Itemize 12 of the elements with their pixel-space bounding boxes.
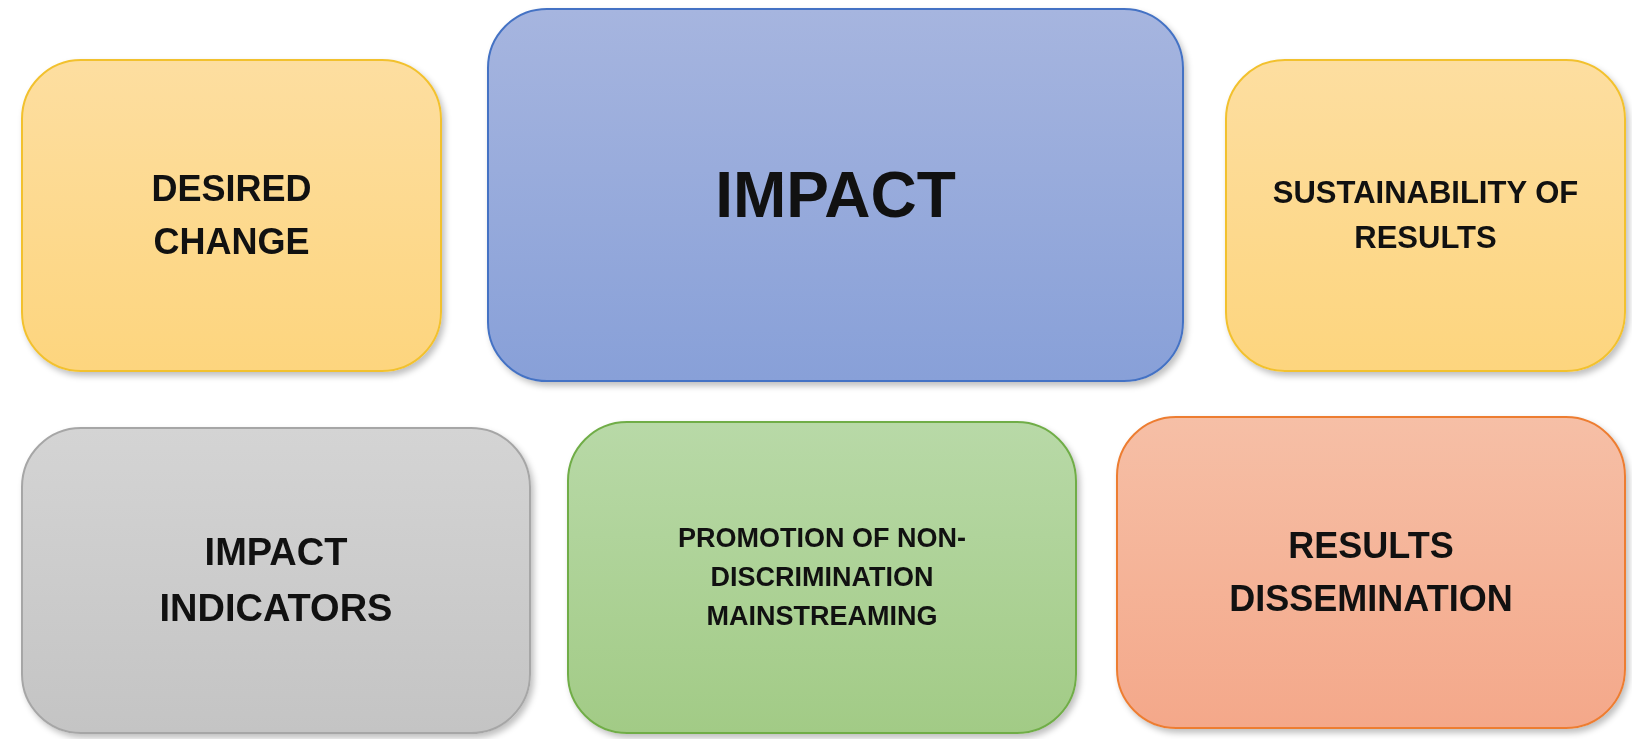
rounded-box bbox=[1225, 59, 1626, 372]
box-title: DESIRED CHANGE bbox=[150, 167, 313, 264]
box-title: RESULTS DISSEMINATION bbox=[1228, 524, 1514, 621]
box-title: PROMOTION OF NON-DISCRIMINATION MAINSTREAMING bbox=[677, 521, 967, 634]
rounded-box bbox=[487, 8, 1184, 382]
rounded-box bbox=[21, 59, 442, 372]
rounded-box bbox=[1116, 416, 1626, 729]
rounded-box bbox=[21, 427, 531, 734]
box-title: IMPACT bbox=[715, 157, 956, 233]
box-title: SUSTAINABILITY OF RESULTS bbox=[1271, 173, 1580, 257]
box-title: IMPACT INDICATORS bbox=[158, 530, 394, 631]
rounded-box bbox=[567, 421, 1077, 734]
